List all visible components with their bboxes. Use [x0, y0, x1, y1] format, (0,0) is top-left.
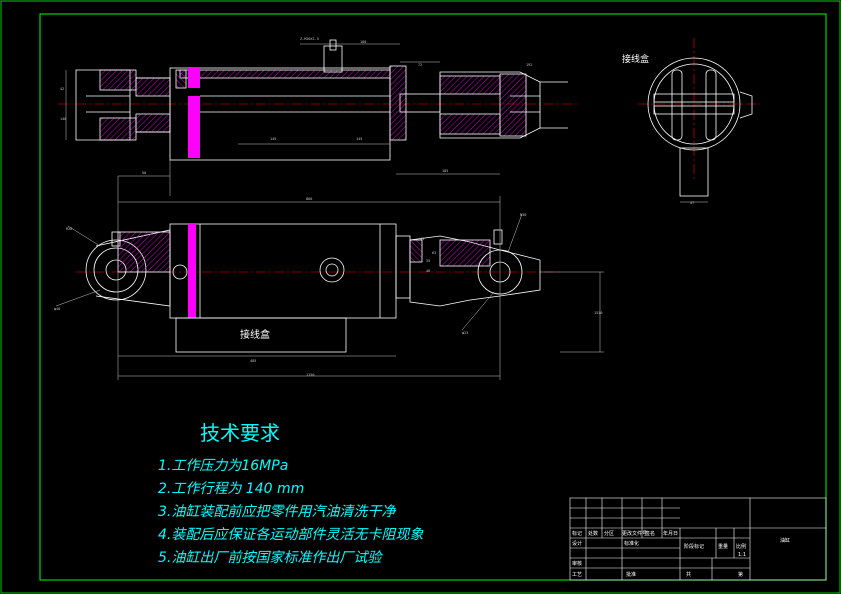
top-junction-box-label: 接线盒	[622, 53, 649, 65]
tb-weight: 重量	[718, 543, 728, 550]
tb-date: 年月日	[663, 530, 678, 537]
dim-140: 140	[60, 117, 66, 121]
tb-zone: 分区	[604, 530, 614, 537]
tb-sheets: 共	[686, 571, 691, 578]
dim-860: 860	[306, 197, 312, 201]
tb-stage: 阶段标记	[684, 543, 704, 550]
tb-designer: 设计	[572, 540, 582, 547]
tech-req-item-5: 5.油缸出厂前按国家标准作出厂试验	[158, 550, 383, 566]
tb-signature: 签名	[645, 530, 655, 537]
dim-r28: R28	[66, 227, 72, 231]
tb-scale-value: 1:1	[738, 552, 746, 558]
dim-40: 40	[426, 269, 430, 273]
top-view-dimensions	[65, 43, 500, 203]
bottom-outside-view	[76, 223, 560, 353]
tb-process: 工艺	[572, 572, 582, 578]
title-block	[569, 497, 827, 581]
tb-reviewer: 审核	[572, 560, 582, 567]
dim-50: 50	[142, 171, 146, 175]
dim-192: 192	[526, 63, 532, 67]
dim-phi40: φ40	[54, 307, 60, 311]
tb-sheet: 第	[738, 571, 743, 578]
tb-change-doc: 更改文件号	[622, 530, 647, 537]
bottom-view-dimensions	[55, 196, 604, 380]
tb-count: 处数	[588, 530, 598, 537]
tech-req-item-1: 1.工作压力为16MPa	[158, 458, 288, 474]
dim-485: 485	[250, 359, 256, 363]
dim-phi23: φ23	[462, 331, 468, 335]
tech-req-item-2: 2.工作行程为 140 mm	[158, 481, 304, 497]
dim-1150: 1150	[306, 373, 314, 377]
bottom-junction-box-label: 接线盒	[240, 328, 270, 341]
tech-req-item-4: 4.装配后应保证各运动部件灵活无卡阻现象	[158, 527, 424, 543]
dim-1510: 1510	[594, 311, 602, 315]
tech-req-item-3: 3.油缸装配前应把零件用汽油清洗干净	[158, 504, 396, 520]
dim-r30: R30	[520, 213, 526, 217]
inner-frame	[39, 13, 827, 581]
dim-63: 63	[432, 251, 436, 255]
dim-thread: Z-M20X1.5	[300, 37, 319, 41]
tb-mark: 标记	[572, 530, 582, 537]
dim-47: 47	[690, 201, 694, 205]
dim-35: 35	[426, 259, 430, 263]
dim-145a: 145	[270, 137, 276, 141]
tb-scale: 比例	[736, 543, 746, 550]
dim-145b: 145	[356, 137, 362, 141]
dim-42: 42	[60, 87, 64, 91]
tb-approve: 批准	[626, 571, 636, 578]
dim-185: 185	[442, 169, 448, 173]
dim-45: 45	[420, 237, 424, 241]
tech-req-title: 技术要求	[200, 421, 280, 445]
top-section-view	[58, 39, 580, 161]
end-view	[638, 38, 760, 203]
dim-100: 100	[360, 40, 366, 44]
tb-standardization: 标准化	[624, 540, 639, 547]
tb-drawing-name: 油缸	[780, 537, 790, 544]
dim-72: 72	[418, 63, 422, 67]
